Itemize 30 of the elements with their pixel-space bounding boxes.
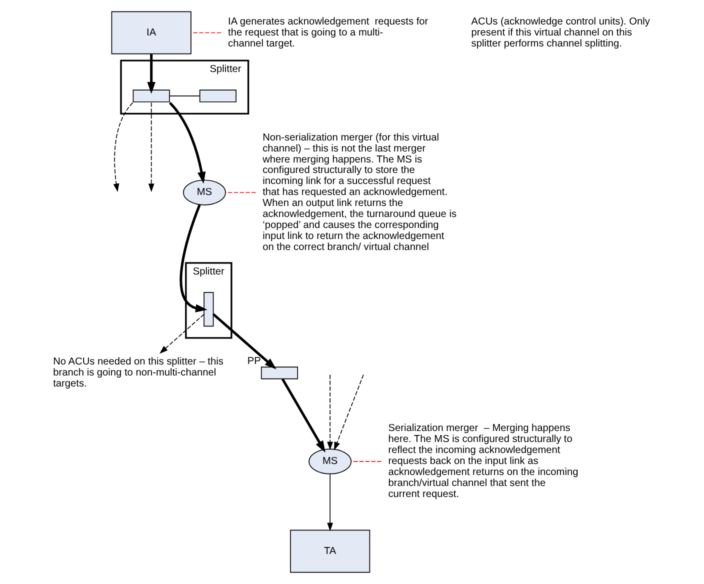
node-text: Serialization merger – Merging happens here. The MS is configured structurally to reflect the incoming acknowledgement requests back on the input link as acknowledgement returns on the incoming branch/virtual channel that sent the current request.: [388, 423, 578, 500]
cluster: Splitter: [185, 262, 232, 339]
node-label: PP: [247, 356, 261, 368]
node-bar: [204, 292, 214, 327]
node-box: IA: [111, 11, 192, 54]
node-text: IA generates acknowledgement requests for the request that is going to a multi-channel target.: [228, 16, 428, 50]
arrow: [180, 204, 208, 312]
arrow: [168, 102, 206, 184]
arrow: [334, 374, 364, 450]
arrow: [113, 102, 134, 192]
node-text: No ACUs needed on this splitter – this branch is going to non-multi-channel targets.: [53, 356, 224, 390]
arrow: [327, 374, 334, 450]
cluster: Splitter: [120, 60, 250, 115]
node-ellipse: MS: [308, 448, 352, 474]
arrow: [148, 102, 154, 192]
arrow: [327, 474, 334, 532]
connector: [224, 192, 256, 193]
arrow: [281, 378, 326, 453]
node-ellipse: MS: [182, 180, 226, 206]
node-box: [132, 90, 170, 102]
label: ACUs (acknowledge control units). Only present if this virtual channel on this splitter performs channel splitting.: [471, 16, 650, 50]
connector: [350, 461, 382, 462]
node-box: [260, 366, 298, 380]
arrow: [159, 314, 204, 354]
node-box: TA: [290, 530, 370, 573]
node-text: Non-serialization merger (for this virtual channel) – this is not the last merger where merging happens. The MS is configured structurally to store the incoming link for a successful request that has requested an acknowledgement. When an output link returns the acknowledgement, the turnaround queue is ‘popped’ and causes the corresponding input link to return the acknowledgement on the correct branch/ virtual channel: [262, 132, 457, 253]
connector: [190, 32, 222, 34]
node-box: [199, 90, 236, 102]
arrow: [212, 313, 276, 370]
arrow: [147, 54, 156, 94]
